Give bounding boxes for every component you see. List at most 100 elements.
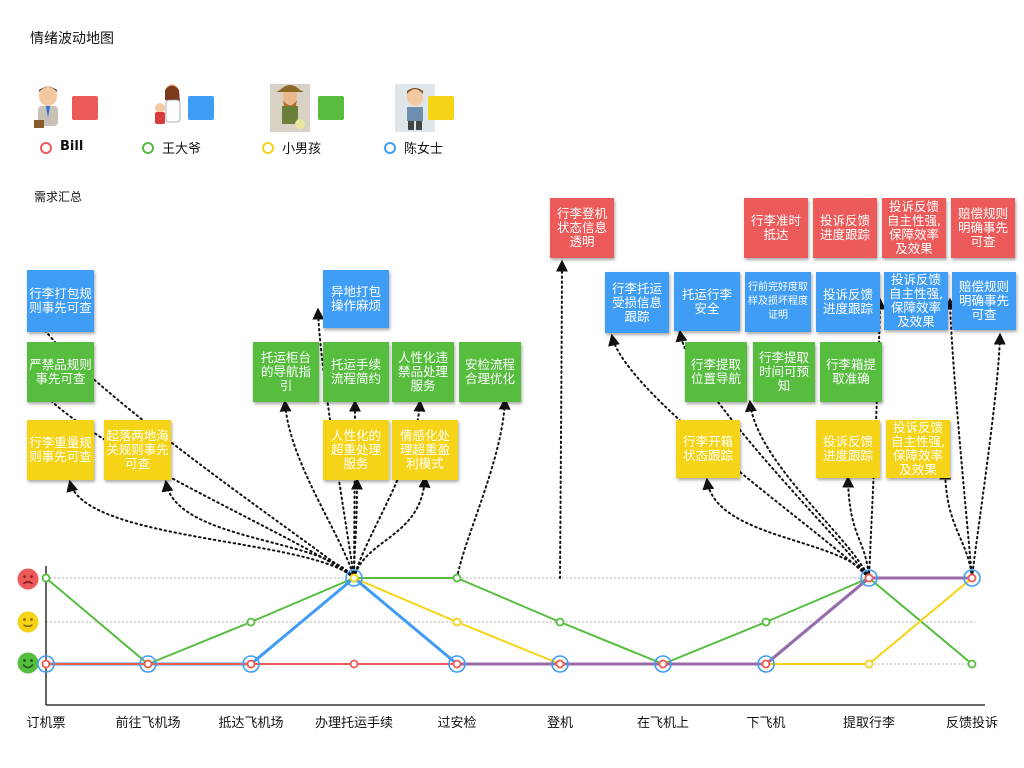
series-point-3-3 [349,659,359,669]
connector-arrow-10 [353,475,431,579]
series-point-2-3 [345,569,363,587]
series-point-0-2 [246,617,256,627]
doctor-family-avatar-icon [155,84,181,124]
x-axis-label-3: 办理托运手续 [314,716,394,731]
farmer-avatar-icon [270,84,310,132]
series-point-2-0 [37,655,55,673]
note-baggage-packing-rules: 行李打包规则事先可查 [27,270,94,332]
connector-arrow-0 [26,302,355,579]
connector-arrow-13 [675,329,870,579]
legend-label-wangdaye: 王大爷 [162,142,202,157]
x-axis-label-9: 反馈投诉 [945,716,999,731]
series-line-0 [45,577,973,665]
legend-label-xiaonanhai: 小男孩 [282,142,322,157]
connector-arrow-19 [842,475,870,579]
legend-label-bill: Bill [60,139,84,154]
x-axis-label-4: 过安检 [437,716,477,731]
series-point-3-9 [967,573,977,583]
note-condition-sampling: 行前完好度取样及损坏程度证明 [745,272,811,332]
series-point-1-3 [349,573,359,583]
sad-face-icon [17,568,39,590]
legend-label-chennvshi: 陈女士 [404,142,444,157]
x-axis-label-8: 提取行李 [842,716,896,731]
note-baggage-on-time: 行李准时抵达 [744,198,808,258]
series-point-1-8 [864,659,874,669]
series-point-2-7 [757,655,775,673]
series-point-0-5 [555,617,565,627]
series-point-3-4 [452,659,462,669]
connector-arrow-2 [66,479,355,579]
series-point-2-9 [963,569,981,587]
legend-swatch-xiaonanhai [318,96,344,120]
series-point-0-4 [452,573,462,583]
legend-swatch-bill [72,96,98,120]
note-overweight-handling: 人性化的超重处理服务 [323,420,389,480]
section-subtitle: 需求汇总 [34,190,83,204]
page-title: 情绪波动地图 [30,31,114,47]
legend-marker-bill [40,142,52,154]
legend-marker-xiaonanhai [262,142,274,154]
series-overlap-line [457,576,972,666]
note-damage-tracking: 行李托运受损信息跟踪 [605,272,669,333]
series-line-3 [46,577,972,665]
x-axis-label-5: 登机 [546,716,574,731]
note-security-check-optimize: 安检流程合理优化 [459,342,521,402]
x-axis-label-7: 下飞机 [746,716,786,731]
connector-arrow-8 [456,397,511,579]
note-complaint-autonomy-yellow: 投诉反馈自主性强,保障效率及效果 [886,420,950,478]
connector-arrow-5 [279,399,355,579]
note-checkin-process-simple: 托运手续流程简约 [323,342,389,402]
note-complaint-progress-red: 投诉反馈进度跟踪 [813,198,877,258]
note-unpacking-status-tracking: 行李开箱状态跟踪 [676,420,740,478]
note-customs-rules: 起落两地海关规则事先可查 [104,420,171,480]
connector-arrow-3 [161,479,355,579]
connector-arrow-4 [312,307,355,579]
series-point-3-5 [555,659,565,669]
note-remote-packing: 异地打包操作麻烦 [323,270,389,328]
series-line-1 [46,577,973,665]
series-point-1-4 [452,617,462,627]
note-pickup-accuracy: 行李箱提取准确 [820,342,882,402]
businessman-avatar-icon [34,86,58,128]
x-axis-label-2: 抵达飞机场 [218,716,284,731]
note-prohibited-items-service: 人性化违禁品处理服务 [392,342,454,402]
x-axis-label-0: 订机票 [26,716,66,731]
connector-arrow-12 [608,333,870,579]
connector-arrow-20 [939,467,973,579]
series-point-3-8 [864,573,874,583]
note-complaint-progress-blue: 投诉反馈进度跟踪 [816,272,880,332]
connector-arrow-9 [350,477,363,579]
note-overweight-profit-model: 情感化处理超重盈利模式 [392,420,458,480]
series-point-3-6 [658,659,668,669]
connector-arrow-18 [702,477,870,579]
x-axis-label-6: 在飞机上 [636,716,690,731]
series-line-2 [46,576,972,666]
legend-marker-wangdaye [142,142,154,154]
note-baggage-weight-rules: 行李重量规则事先可查 [27,420,94,480]
connector-arrow-11 [555,259,568,579]
neutral-face-icon [17,611,39,633]
note-baggage-safety: 托运行李安全 [674,272,740,331]
note-prohibited-items-rules: 严禁品规则事先可查 [27,342,94,402]
series-point-2-2 [242,655,260,673]
series-point-0-7 [761,617,771,627]
series-point-2-1 [139,655,157,673]
note-compensation-rules-blue: 赔偿规则明确事先可查 [952,272,1016,330]
series-point-2-4 [448,655,466,673]
connector-arrow-17 [971,332,1006,579]
legend-swatch-chennvshi [428,96,454,120]
note-checkin-counter-navigation: 托运柜台的导航指引 [253,342,319,402]
note-pickup-time-predictable: 行李提取时间可预知 [753,342,815,402]
connector-arrow-16 [944,297,973,579]
note-boarding-status-transparency: 行李登机状态信息透明 [550,198,614,258]
series-point-3-2 [246,659,256,669]
series-point-3-0 [41,659,51,669]
series-point-3-7 [761,659,771,669]
series-point-3-1 [143,659,153,669]
note-pickup-location-navigation: 行李提取位置导航 [685,342,747,402]
series-point-2-5 [551,655,569,673]
note-compensation-rules-red: 赔偿规则明确事先可查 [951,198,1015,258]
note-complaint-autonomy-red: 投诉反馈自主性强,保障效率及效果 [882,198,946,258]
series-point-0-0 [41,573,51,583]
